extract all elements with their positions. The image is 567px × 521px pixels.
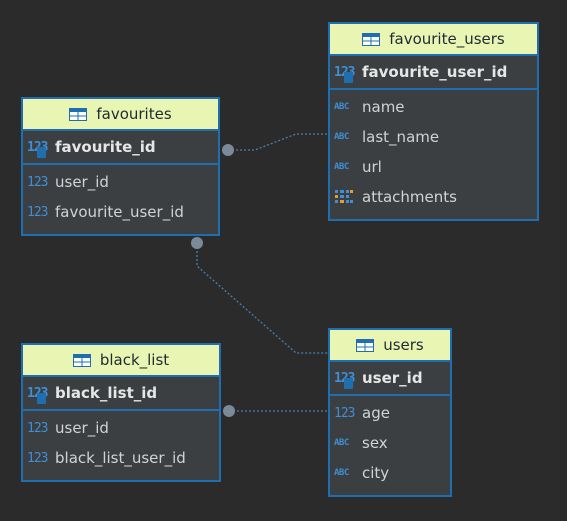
string-type-icon: ABC (334, 162, 356, 172)
numeric-type-label: 123 (27, 420, 49, 436)
field-row[interactable]: 123 user_id (23, 167, 218, 197)
field-row[interactable]: ABC last_name (330, 122, 537, 152)
field-name: black_list_user_id (55, 449, 186, 467)
key-badge (344, 377, 353, 389)
string-type-icon: ABC (334, 438, 356, 448)
field-name: age (362, 404, 390, 422)
array-glyph (335, 190, 353, 203)
key-badge (37, 392, 46, 404)
string-type-icon: ABC (334, 132, 356, 142)
key-badge (37, 146, 46, 158)
entity-users[interactable]: users 123 user_id 123 age ABC sex ABC ci… (328, 328, 452, 497)
numeric-type-label: 123 (27, 450, 49, 466)
string-type-icon: ABC (334, 468, 356, 478)
field-row[interactable]: ABC name (330, 92, 537, 122)
field-row[interactable]: ABC city (330, 458, 450, 488)
primary-key-icon: 123 (27, 386, 49, 404)
field-name: city (362, 464, 390, 482)
field-row[interactable]: attachments (330, 182, 537, 212)
numeric-type-icon: 123 (334, 406, 356, 421)
string-type-icon: ABC (334, 102, 356, 112)
primary-key-icon: 123 (334, 65, 356, 83)
string-type-label: ABC (334, 102, 349, 112)
table-icon (362, 32, 381, 46)
connector-dot (222, 144, 234, 156)
field-name: favourite_user_id (55, 203, 184, 221)
numeric-type-label: 123 (27, 174, 49, 190)
field-name: name (362, 98, 405, 116)
entity-favourites[interactable]: favourites 123 favourite_id 123 user_id … (21, 97, 220, 236)
field-name: url (362, 158, 382, 176)
numeric-type-icon: 123 (27, 175, 49, 190)
string-type-label: ABC (334, 132, 349, 142)
table-icon (356, 338, 375, 352)
numeric-type-icon: 123 (27, 421, 49, 436)
entity-header[interactable]: favourite_users (330, 24, 537, 56)
pk-name: favourite_id (55, 138, 156, 156)
primary-key-row[interactable]: 123 black_list_id (23, 377, 219, 411)
entity-title: favourite_users (389, 30, 505, 48)
connector-dot (191, 237, 203, 249)
primary-key-icon: 123 (334, 371, 356, 389)
table-icon (69, 107, 88, 121)
table-icon (72, 353, 91, 367)
connector-dot (223, 405, 235, 417)
primary-key-row[interactable]: 123 user_id (330, 362, 450, 396)
entity-title: black_list (99, 351, 170, 369)
link-favourites-users (196, 243, 330, 354)
field-row[interactable]: 123 black_list_user_id (23, 443, 219, 473)
numeric-type-label: 123 (27, 204, 49, 220)
field-name: user_id (55, 419, 109, 437)
numeric-type-label: 123 (334, 405, 356, 421)
entity-header[interactable]: black_list (23, 345, 219, 377)
pk-name: black_list_id (55, 384, 158, 402)
field-row[interactable]: 123 age (330, 398, 450, 428)
field-row[interactable]: ABC url (330, 152, 537, 182)
entity-header[interactable]: favourites (23, 99, 218, 131)
numeric-type-icon: 123 (27, 451, 49, 466)
numeric-type-icon: 123 (27, 205, 49, 220)
entity-title: users (383, 336, 424, 354)
primary-key-icon: 123 (27, 140, 49, 158)
link-favourites-favourite-users (228, 133, 330, 151)
primary-key-row[interactable]: 123 favourite_id (23, 131, 218, 165)
pk-name: user_id (362, 369, 423, 387)
field-name: sex (362, 434, 388, 452)
string-type-label: ABC (334, 468, 349, 478)
field-row[interactable]: ABC sex (330, 428, 450, 458)
field-name: last_name (362, 128, 440, 146)
string-type-label: ABC (334, 162, 349, 172)
primary-key-row[interactable]: 123 favourite_user_id (330, 56, 537, 90)
entity-favourite-users[interactable]: favourite_users 123 favourite_user_id AB… (328, 22, 539, 221)
entity-black-list[interactable]: black_list 123 black_list_id 123 user_id… (21, 343, 221, 482)
key-badge (344, 71, 353, 83)
field-name: attachments (362, 188, 457, 206)
field-name: user_id (55, 173, 109, 191)
string-type-label: ABC (334, 438, 349, 448)
pk-name: favourite_user_id (362, 63, 508, 81)
entity-header[interactable]: users (330, 330, 450, 362)
field-row[interactable]: 123 favourite_user_id (23, 197, 218, 227)
array-type-icon (334, 189, 356, 205)
entity-title: favourites (96, 105, 172, 123)
field-row[interactable]: 123 user_id (23, 413, 219, 443)
